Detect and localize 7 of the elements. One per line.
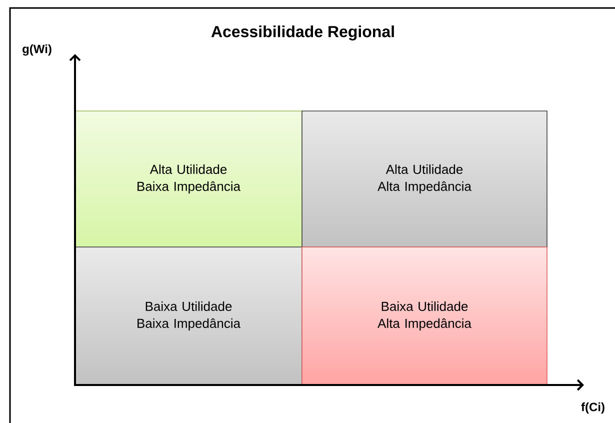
quadrant-box: Baixa Utilidade Baixa Impedância [74, 246, 302, 386]
quadrant-box: Alta Utilidade Alta Impedância [302, 110, 548, 248]
quadrant-box: Alta Utilidade Baixa Impedância [74, 110, 302, 248]
axis-label: g(Wi) [22, 44, 52, 56]
chart-title: Acessibilidade Regional [211, 26, 394, 40]
axis-label: f(Ci) [581, 402, 604, 414]
quadrant-box: Baixa Utilidade Alta Impedância [302, 246, 548, 386]
